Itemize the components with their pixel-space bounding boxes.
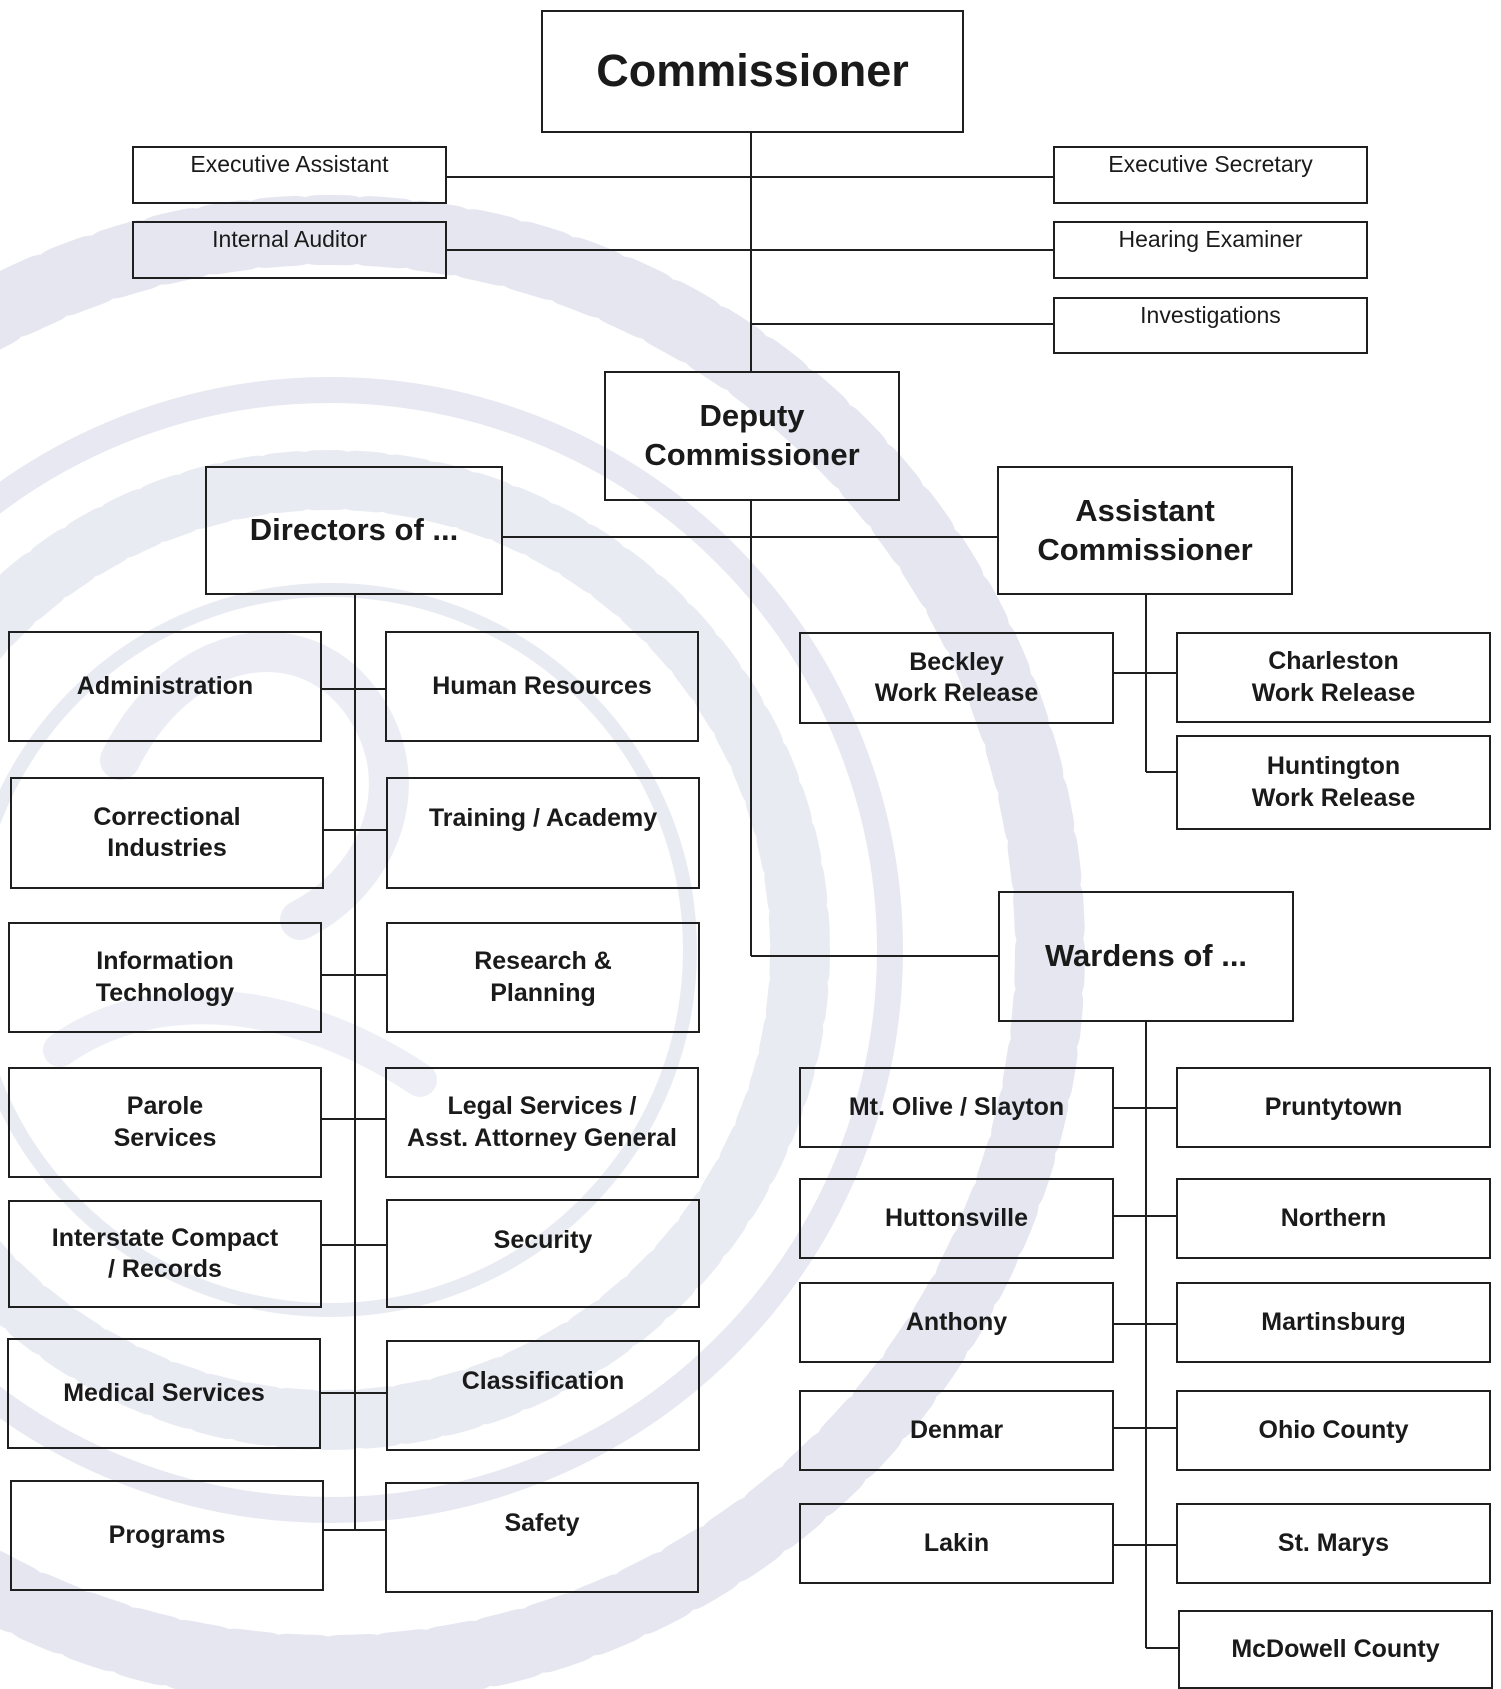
huntington-work-release-box: Huntington Work Release [1176,735,1491,830]
prison-anthony: Anthony [799,1282,1114,1363]
director-unit-programs: Programs [10,1480,324,1591]
prison-northern: Northern [1176,1178,1491,1259]
prison-mt-olive-slayton: Mt. Olive / Slayton [799,1067,1114,1148]
beckley-work-release-box: Beckley Work Release [799,632,1114,724]
prison-martinsburg: Martinsburg [1176,1282,1491,1363]
commissioner-box: Commissioner [541,10,964,133]
prison-huttonsville: Huttonsville [799,1178,1114,1259]
investigations-box: Investigations [1053,297,1368,354]
prison-st-marys: St. Marys [1176,1503,1491,1584]
director-unit-training-academy: Training / Academy [386,777,700,889]
prison-ohio-county: Ohio County [1176,1390,1491,1471]
prison-lakin: Lakin [799,1503,1114,1584]
director-unit-correctional-industries: Correctional Industries [10,777,324,889]
prison-mcdowell-county: McDowell County [1178,1610,1493,1689]
executive-assistant-box: Executive Assistant [132,146,447,204]
director-unit-safety: Safety [385,1482,699,1593]
prison-pruntytown: Pruntytown [1176,1067,1491,1148]
deputy-commissioner-box: Deputy Commissioner [604,371,900,501]
hearing-examiner-box: Hearing Examiner [1053,221,1368,279]
directors-box: Directors of ... [205,466,503,595]
internal-auditor-box: Internal Auditor [132,221,447,279]
director-unit-interstate-compact: Interstate Compact / Records [8,1200,322,1308]
assistant-commissioner-box: Assistant Commissioner [997,466,1293,595]
executive-secretary-box: Executive Secretary [1053,146,1368,204]
director-unit-classification: Classification [386,1340,700,1451]
director-unit-parole-services: Parole Services [8,1067,322,1178]
director-unit-legal-services: Legal Services / Asst. Attorney General [385,1067,699,1178]
director-unit-administration: Administration [8,631,322,742]
wardens-box: Wardens of ... [998,891,1294,1022]
director-unit-medical-services: Medical Services [7,1338,321,1449]
director-unit-human-resources: Human Resources [385,631,699,742]
prison-denmar: Denmar [799,1390,1114,1471]
director-unit-research-planning: Research & Planning [386,922,700,1033]
director-unit-information-technology: Information Technology [8,922,322,1033]
charleston-work-release-box: Charleston Work Release [1176,632,1491,723]
director-unit-security: Security [386,1199,700,1308]
